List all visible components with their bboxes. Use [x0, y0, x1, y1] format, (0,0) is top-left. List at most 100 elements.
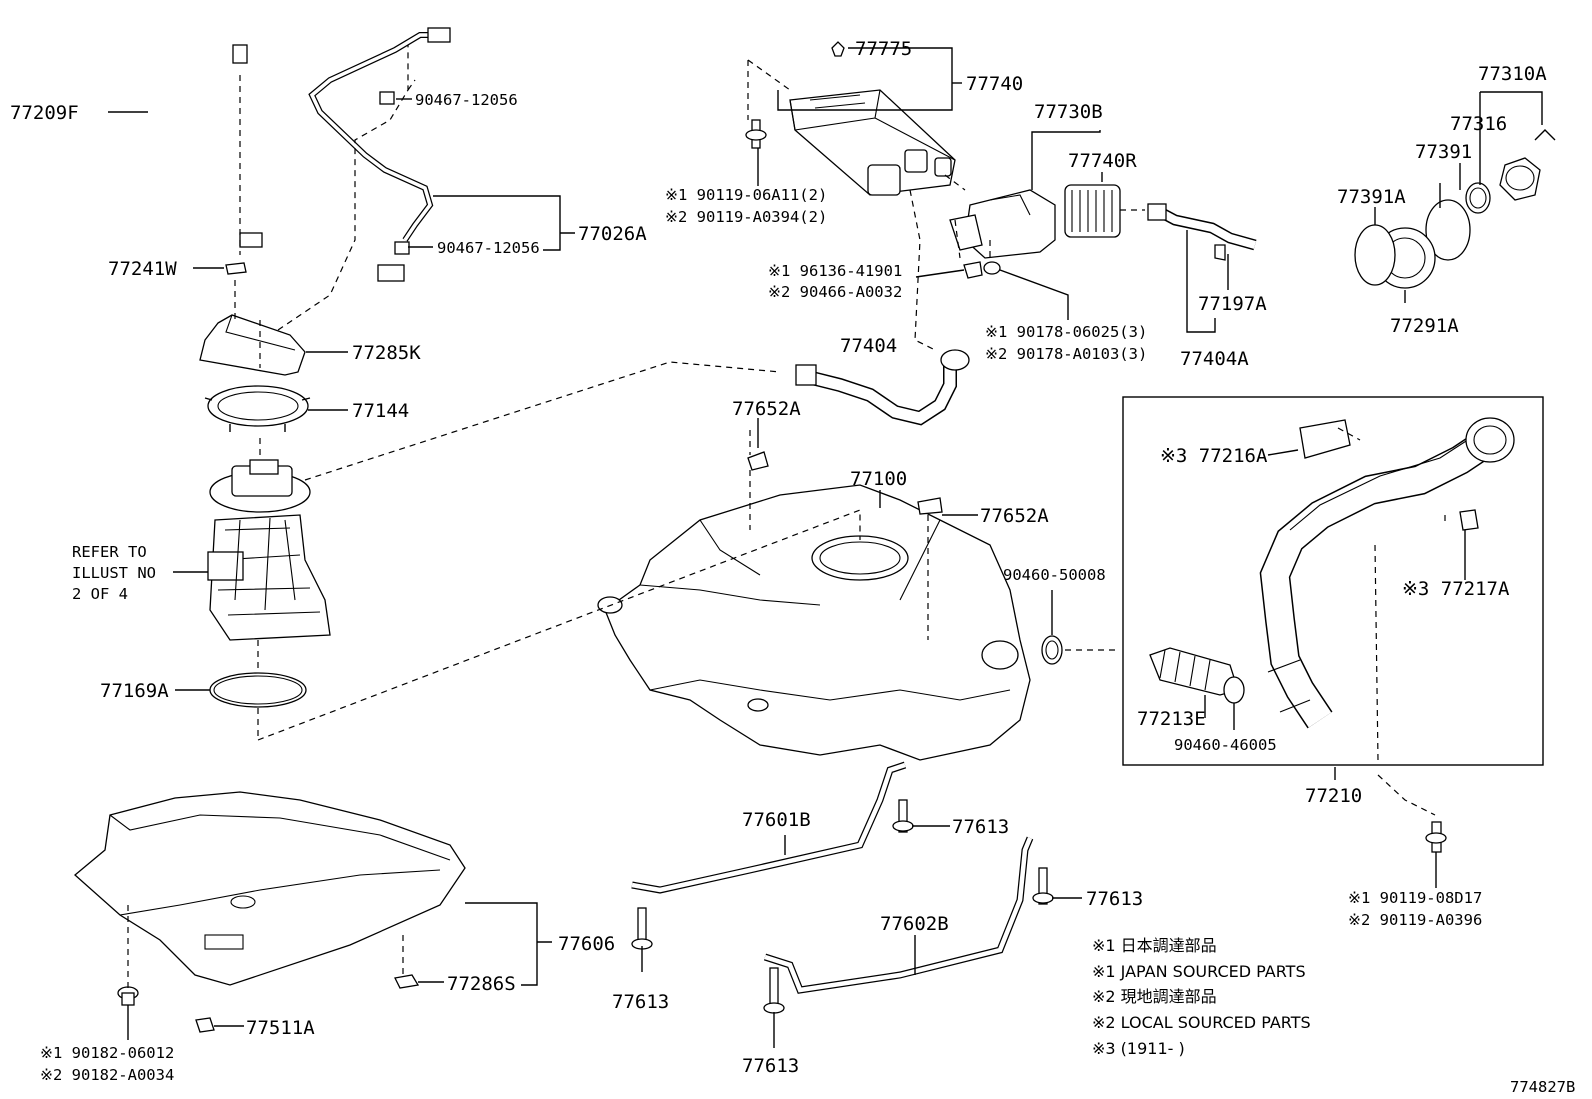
label-90182-06012: ※1 90182-06012 — [40, 1044, 174, 1062]
label-90460-46005: 90460-46005 — [1174, 736, 1277, 754]
label-77602B: 77602B — [880, 913, 949, 935]
label-77291A: 77291A — [1390, 315, 1459, 337]
strap-77601B — [631, 761, 907, 894]
label-77404A: 77404A — [1180, 348, 1249, 370]
bolt-90119-canister — [745, 119, 767, 149]
label-77601B: 77601B — [742, 809, 811, 831]
clip-77241W — [225, 262, 247, 275]
clip-77511A — [195, 1017, 215, 1033]
legend-line-5: ※3 (1911- ) — [1092, 1039, 1185, 1058]
label-77169A: 77169A — [100, 680, 169, 702]
refer-line-1: REFER TO — [72, 543, 147, 561]
label-90119-A0394: ※2 90119-A0394(2) — [665, 208, 827, 226]
label-77026A: 77026A — [578, 223, 647, 245]
label-77217A: ※3 77217A — [1402, 578, 1510, 600]
label-77316: 77316 — [1450, 113, 1507, 135]
nut-90178 — [983, 261, 1001, 275]
fuel-tank-77100 — [597, 484, 1031, 761]
label-77144: 77144 — [352, 400, 409, 422]
clip-77217A — [1459, 509, 1479, 531]
label-77209F: 77209F — [10, 102, 79, 124]
label-77730B: 77730B — [1034, 101, 1103, 123]
charcoal-canister-77740 — [789, 41, 956, 196]
diagram-id: 774827B — [1510, 1078, 1575, 1096]
label-90467-12056-a: 90467-12056 — [415, 91, 518, 109]
hose-77404A — [1147, 203, 1257, 261]
grommet-96136 — [963, 261, 983, 279]
legend-line-1: ※1 日本調達部品 — [1092, 936, 1217, 955]
label-77391A: 77391A — [1337, 186, 1406, 208]
fuel-cap-77310A — [1499, 129, 1556, 201]
clamp-90460-46005 — [1223, 676, 1245, 704]
filler-pipe-77210 — [1259, 417, 1515, 729]
clamp-90460-50008 — [1041, 635, 1063, 665]
protector-shield-77606 — [74, 791, 466, 986]
label-77404: 77404 — [840, 335, 897, 357]
label-90178-06025: ※1 90178-06025(3) — [985, 323, 1147, 341]
gasket-77391A — [1354, 224, 1396, 286]
label-77210: 77210 — [1305, 785, 1362, 807]
strap-77602B — [763, 836, 1034, 994]
label-90178-A0103: ※2 90178-A0103(3) — [985, 345, 1147, 363]
bolt-77613-a — [892, 799, 914, 833]
cover-77285K — [199, 314, 306, 376]
label-77613-d: 77613 — [742, 1055, 799, 1077]
legend-line-2: ※1 JAPAN SOURCED PARTS — [1092, 962, 1306, 981]
gasket-77169A — [209, 672, 307, 708]
fuel-pump-module — [207, 459, 331, 641]
part-labels: 77209F 77241W 90467-12056 90467-12056 77… — [10, 38, 1547, 1084]
retainer-ring-77144 — [204, 385, 311, 432]
label-90119-A0396: ※2 90119-A0396 — [1348, 911, 1482, 929]
label-77310A: 77310A — [1478, 63, 1547, 85]
filter-77740R — [1064, 184, 1121, 238]
bolt-77613-d — [763, 967, 785, 1014]
label-77613-a: 77613 — [952, 816, 1009, 838]
protector-77216A — [1299, 419, 1351, 459]
gasket-77391 — [1425, 199, 1471, 261]
refer-line-2: ILLUST NO — [72, 564, 156, 582]
label-77100: 77100 — [850, 468, 907, 490]
label-77652A-a: 77652A — [732, 398, 801, 420]
fuel-line-77209F — [146, 44, 288, 248]
label-90182-A0034: ※2 90182-A0034 — [40, 1066, 174, 1084]
label-90119-06A11: ※1 90119-06A11(2) — [665, 186, 827, 204]
label-77197A: 77197A — [1198, 293, 1267, 315]
label-90460-50008: 90460-50008 — [1003, 566, 1106, 584]
label-77216A: ※3 77216A — [1160, 445, 1268, 467]
label-90466-A0032: ※2 90466-A0032 — [768, 283, 902, 301]
gasket-77316 — [1465, 182, 1491, 214]
label-77652A-b: 77652A — [980, 505, 1049, 527]
label-tag-77652A-b — [917, 497, 943, 515]
legend-line-3: ※2 現地調達部品 — [1092, 987, 1217, 1006]
bolt-90119-08D17 — [1425, 821, 1447, 853]
legend-line-4: ※2 LOCAL SOURCED PARTS — [1092, 1013, 1311, 1032]
refer-line-3: 2 OF 4 — [72, 585, 128, 603]
label-90467-12056-b: 90467-12056 — [437, 239, 540, 257]
bolt-90182 — [117, 986, 139, 1006]
legend: ※1 日本調達部品 ※1 JAPAN SOURCED PARTS ※2 現地調達… — [1092, 936, 1311, 1058]
label-77613-b: 77613 — [1086, 888, 1143, 910]
label-77613-c: 77613 — [612, 991, 669, 1013]
label-77511A: 77511A — [246, 1017, 315, 1039]
label-77740: 77740 — [966, 73, 1023, 95]
label-77285K: 77285K — [352, 342, 421, 364]
label-77775: 77775 — [855, 38, 912, 60]
label-77606: 77606 — [558, 933, 615, 955]
label-77241W: 77241W — [108, 258, 177, 280]
fuel-line-77026A — [308, 27, 451, 282]
bolt-77613-c — [631, 907, 653, 950]
label-tag-77652A-a — [747, 451, 769, 471]
hose-77404 — [795, 349, 970, 426]
filler-pipe-assembly-box — [1122, 396, 1544, 766]
label-77740R: 77740R — [1068, 150, 1137, 172]
leader-lines — [108, 47, 1543, 1048]
clip-77286S — [394, 974, 420, 989]
label-77213E: 77213E — [1137, 708, 1206, 730]
label-96136-41901: ※1 96136-41901 — [768, 262, 902, 280]
assembly-lines — [127, 45, 1446, 990]
label-90119-08D17: ※1 90119-08D17 — [1348, 889, 1482, 907]
label-77286S: 77286S — [447, 973, 516, 995]
bolt-77613-b — [1032, 867, 1054, 905]
leak-detection-pump-77730B — [949, 189, 1056, 259]
